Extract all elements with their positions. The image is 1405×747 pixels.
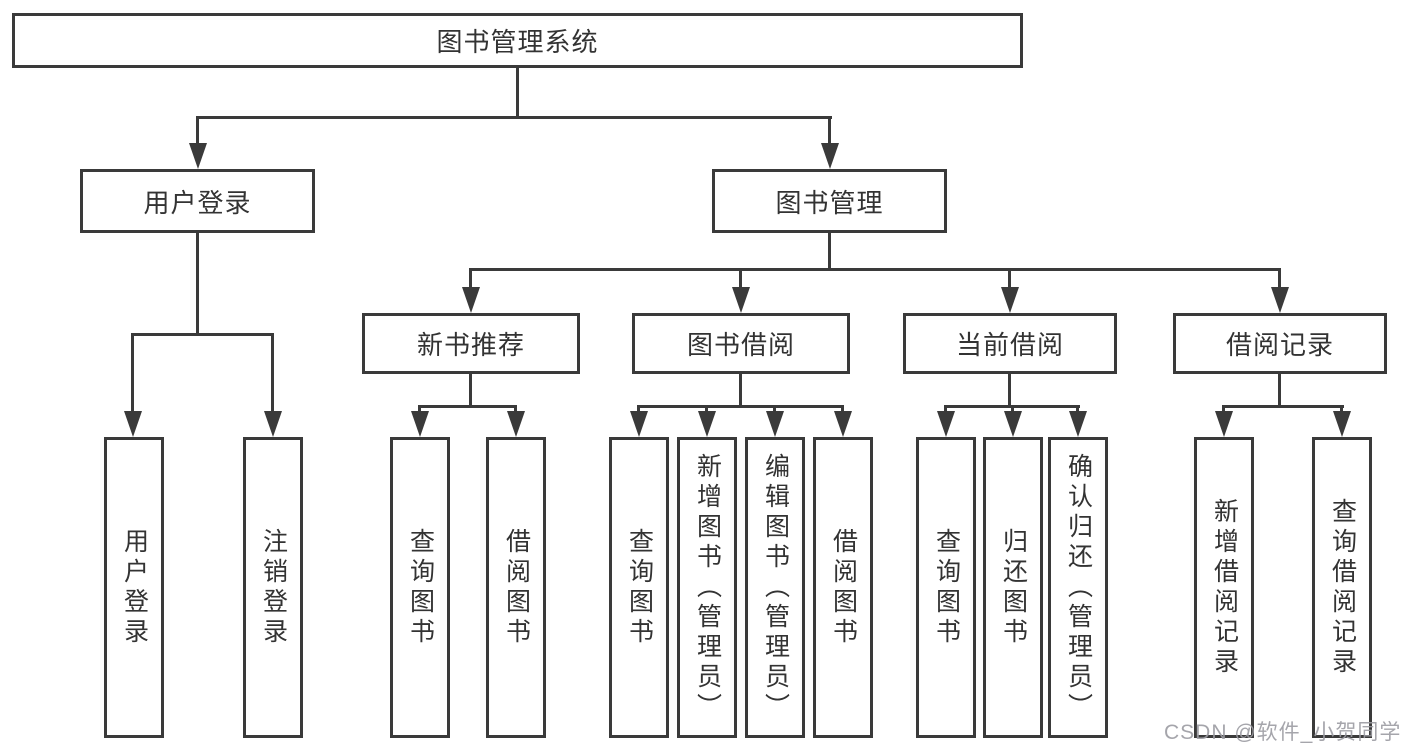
arrow-down-icon <box>766 411 784 437</box>
arrow-down-icon <box>1069 411 1087 437</box>
arrow-down-icon <box>732 287 750 313</box>
connector-mgmt-stub <box>469 268 472 290</box>
connector-borrow-stub <box>773 405 776 414</box>
arrow-down-icon <box>264 411 282 437</box>
connector-root-hline <box>196 116 832 119</box>
connector-borrow-stub <box>637 405 640 414</box>
node-user-login-label: 用户登录 <box>143 187 252 218</box>
node-new-book-recommend: 新书推荐 <box>362 313 580 374</box>
connector-current-vline <box>1008 374 1011 407</box>
arrow-down-icon <box>698 411 716 437</box>
leaf-records-add-record: 新增借阅记录 <box>1194 437 1254 738</box>
connector-borrow-vline <box>739 374 742 407</box>
leaf-current-query-book: 查询图书 <box>916 437 976 738</box>
arrow-down-icon <box>821 143 839 169</box>
leaf-borrow-edit-book-admin-label: 编辑图书（管理员） <box>761 452 790 723</box>
connector-borrow-stub <box>841 405 844 414</box>
arrow-down-icon <box>834 411 852 437</box>
watermark: CSDN @软件_小贺同学 <box>1164 721 1402 744</box>
leaf-newbook-query-book-label: 查询图书 <box>406 527 435 648</box>
leaf-records-query-record: 查询借阅记录 <box>1312 437 1372 738</box>
node-new-book-recommend-label: 新书推荐 <box>416 330 525 360</box>
connector-mgmt-stub <box>739 268 742 290</box>
arrow-down-icon <box>1004 411 1022 437</box>
connector-newbook-stub <box>514 405 517 414</box>
arrow-down-icon <box>124 411 142 437</box>
connector-mgmt-stub <box>1278 268 1281 290</box>
leaf-current-return-book: 归还图书 <box>983 437 1043 738</box>
leaf-logout-label: 注销登录 <box>259 527 288 648</box>
connector-current-stub <box>1011 405 1014 414</box>
leaf-user-login-label: 用户登录 <box>120 527 149 648</box>
connector-login-stub <box>131 333 134 415</box>
arrow-down-icon <box>507 411 525 437</box>
connector-records-vline <box>1278 374 1281 407</box>
node-book-borrowing: 图书借阅 <box>632 313 850 374</box>
connector-records-stub <box>1222 405 1225 414</box>
arrow-down-icon <box>1215 411 1233 437</box>
node-current-borrowing-label: 当前借阅 <box>955 330 1064 360</box>
leaf-borrow-add-book-admin-label: 新增图书（管理员） <box>693 452 722 723</box>
arrow-down-icon <box>937 411 955 437</box>
leaf-newbook-borrow-book: 借阅图书 <box>486 437 546 738</box>
leaf-logout: 注销登录 <box>243 437 303 738</box>
connector-current-stub <box>1076 405 1079 414</box>
connector-newbook-hline <box>418 405 517 408</box>
node-borrowing-records: 借阅记录 <box>1173 313 1387 374</box>
node-book-borrowing-label: 图书借阅 <box>686 330 795 360</box>
connector-current-stub <box>944 405 947 414</box>
leaf-borrow-borrow-book-label: 借阅图书 <box>829 527 858 648</box>
connector-borrow-stub <box>705 405 708 414</box>
connector-newbook-vline <box>469 374 472 407</box>
arrow-down-icon <box>462 287 480 313</box>
arrow-down-icon <box>411 411 429 437</box>
leaf-borrow-query-book: 查询图书 <box>609 437 669 738</box>
connector-newbook-stub <box>418 405 421 414</box>
arrow-down-icon <box>1001 287 1019 313</box>
leaf-newbook-query-book: 查询图书 <box>390 437 450 738</box>
arrow-down-icon <box>1271 287 1289 313</box>
connector-mgmt-stub <box>1008 268 1011 290</box>
leaf-current-return-book-label: 归还图书 <box>999 527 1028 648</box>
connector-records-stub <box>1340 405 1343 414</box>
node-library-system: 图书管理系统 <box>12 13 1023 68</box>
connector-login-hline <box>131 333 274 336</box>
leaf-records-query-record-label: 查询借阅记录 <box>1328 497 1357 678</box>
leaf-borrow-edit-book-admin: 编辑图书（管理员） <box>745 437 805 738</box>
leaf-current-query-book-label: 查询图书 <box>932 527 961 648</box>
leaf-current-confirm-return-admin-label: 确认归还（管理员） <box>1064 452 1093 723</box>
node-borrowing-records-label: 借阅记录 <box>1225 330 1334 360</box>
leaf-current-confirm-return-admin: 确认归还（管理员） <box>1048 437 1108 738</box>
connector-root-stub-left <box>196 116 199 146</box>
leaf-user-login: 用户登录 <box>104 437 164 738</box>
connector-root-vline <box>516 68 519 118</box>
leaf-borrow-add-book-admin: 新增图书（管理员） <box>677 437 737 738</box>
connector-mgmt-hline <box>469 268 1281 271</box>
leaf-newbook-borrow-book-label: 借阅图书 <box>502 527 531 648</box>
arrow-down-icon <box>189 143 207 169</box>
connector-login-stub <box>271 333 274 415</box>
connector-records-hline <box>1222 405 1344 408</box>
node-book-management: 图书管理 <box>712 169 947 233</box>
node-user-login: 用户登录 <box>80 169 315 233</box>
node-library-system-label: 图书管理系统 <box>436 27 599 57</box>
node-current-borrowing: 当前借阅 <box>903 313 1117 374</box>
connector-borrow-hline <box>637 405 843 408</box>
connector-login-vline <box>196 233 199 335</box>
arrow-down-icon <box>630 411 648 437</box>
arrow-down-icon <box>1333 411 1351 437</box>
connector-mgmt-vline <box>828 233 831 270</box>
leaf-borrow-query-book-label: 查询图书 <box>625 527 654 648</box>
leaf-borrow-borrow-book: 借阅图书 <box>813 437 873 738</box>
connector-root-stub-right <box>828 116 831 146</box>
leaf-records-add-record-label: 新增借阅记录 <box>1210 497 1239 678</box>
node-book-management-label: 图书管理 <box>775 187 884 218</box>
